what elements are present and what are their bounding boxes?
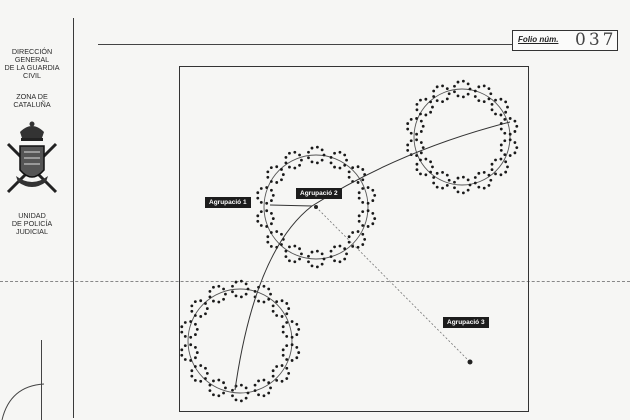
header-horizontal-rule (98, 44, 618, 45)
dotted-node (329, 150, 348, 170)
dotted-node (208, 378, 227, 398)
letterhead-zona: Zona de Cataluña (0, 93, 64, 109)
stamp-mark-line (41, 340, 42, 420)
folio-label: Folio núm. (518, 35, 559, 44)
dotted-node (453, 79, 472, 99)
dotted-node (406, 117, 425, 136)
dotted-node (473, 84, 493, 104)
dotted-node (180, 343, 199, 362)
agrupacio-2-point (314, 205, 318, 209)
dotted-node (284, 150, 303, 170)
dotted-node (453, 175, 472, 195)
cluster-top-right-ring (413, 88, 511, 186)
folio-box: Folio núm. 037 (512, 30, 618, 51)
dotted-node (208, 284, 227, 304)
letterhead-unidad: Unidad de Policía Judicial (0, 212, 64, 236)
dotted-node (499, 117, 519, 136)
dotted-node (432, 170, 451, 190)
dotted-node (256, 209, 275, 228)
letterhead-line: Dirección (11, 47, 53, 56)
label-agrupacio-2: Agrupació 2 (296, 188, 342, 199)
letterhead-line: General (14, 55, 50, 64)
letterhead-line: Unidad (18, 211, 46, 220)
dotted-node (357, 209, 377, 228)
cluster-middle-ring (263, 154, 369, 260)
path-to-agrupacio-3 (315, 206, 471, 363)
dotted-node (180, 320, 199, 339)
path-to-cluster-bottom-left (234, 205, 313, 391)
dotted-node (281, 320, 301, 339)
dotted-node (347, 165, 367, 184)
dotted-node (190, 364, 209, 383)
diagram-frame (179, 66, 529, 412)
dotted-node (329, 244, 348, 264)
dotted-node (406, 138, 425, 157)
dotted-node (231, 279, 250, 299)
dotted-node (266, 165, 285, 184)
dotted-node (271, 364, 291, 383)
dotted-node (190, 299, 209, 318)
label-agrupacio-1: Agrupació 1 (205, 197, 251, 208)
letterhead-line: Cataluña (13, 100, 51, 109)
dotted-node (473, 170, 493, 190)
dotted-node (490, 157, 509, 177)
dotted-node (307, 249, 326, 269)
dotted-node (253, 378, 272, 398)
letterhead-line: de la Guardia (4, 63, 60, 72)
letterhead-line: Zona de (16, 92, 48, 101)
dotted-node (432, 84, 451, 104)
page-fold-dashed-line (0, 281, 630, 282)
dotted-node (490, 97, 509, 117)
letterhead-line: Civil (23, 71, 41, 80)
dotted-node (415, 97, 434, 117)
agrupacio-3-point (467, 359, 473, 365)
letterhead-sidebar: Dirección General de la Guardia Civil Zo… (0, 0, 70, 420)
letterhead-line: de Policía (11, 219, 53, 228)
guardia-civil-emblem-icon (6, 121, 58, 194)
dotted-node (271, 299, 291, 318)
folio-number: 037 (575, 30, 617, 50)
dotted-node (415, 157, 434, 177)
dotted-node (347, 230, 367, 249)
path-agrupacio-1 (269, 204, 313, 207)
letterhead-line: Judicial (16, 227, 48, 236)
dotted-node (357, 186, 377, 205)
label-agrupacio-3: Agrupació 3 (443, 317, 489, 328)
dotted-node (281, 343, 301, 362)
letterhead-direccion: Dirección General de la Guardia Civil (0, 48, 64, 80)
dotted-node (284, 244, 303, 264)
dotted-node (307, 145, 326, 165)
dotted-node (256, 186, 275, 205)
dotted-node (499, 138, 519, 157)
cluster-bottom-left-ring (187, 288, 293, 394)
stamp-circle-fragment (1, 383, 45, 420)
margin-vertical-rule (73, 18, 74, 418)
